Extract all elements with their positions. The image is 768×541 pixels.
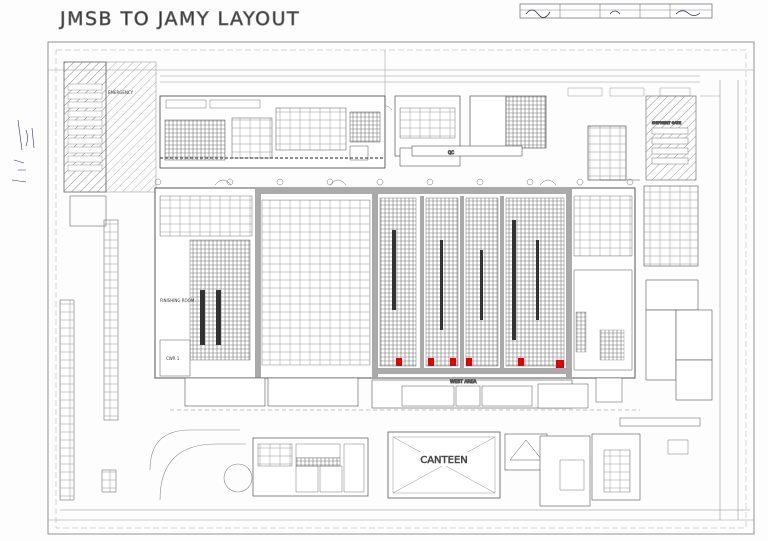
cwr-label: CWR 1 <box>166 356 180 361</box>
page-title: JMSB TO JAMY LAYOUT <box>59 8 300 30</box>
upper-office-block <box>159 95 386 169</box>
canteen-building: CANTEEN <box>387 431 501 499</box>
shipment-block: SHIPMENT GATE <box>587 95 713 401</box>
top-road <box>160 50 700 111</box>
west-area-label: WEST AREA <box>450 379 477 385</box>
lower-left-building <box>252 437 369 497</box>
finishing-room-label: FINISHING ROOM <box>160 298 195 303</box>
lower-road <box>60 429 750 511</box>
emergency-label: EMERGENCY <box>108 90 134 95</box>
left-office-block: EMERGENCY <box>63 61 157 227</box>
east-road <box>700 80 739 520</box>
parking-lots <box>59 219 119 501</box>
svg-text:QC: QC <box>448 150 454 155</box>
shipment-gate-label: SHIPMENT GATE <box>652 121 682 125</box>
south-strip: WEST AREA <box>170 377 640 411</box>
title-block <box>519 3 713 19</box>
lower-right-buildings <box>504 417 701 507</box>
red-markers <box>396 358 564 368</box>
site-boundary <box>47 41 755 535</box>
canteen-label: CANTEEN <box>420 455 468 466</box>
handwritten-notes <box>11 119 35 183</box>
upper-middle-block: QC <box>394 95 547 167</box>
main-hall: FINISHING ROOM CWR 1 <box>154 178 636 379</box>
